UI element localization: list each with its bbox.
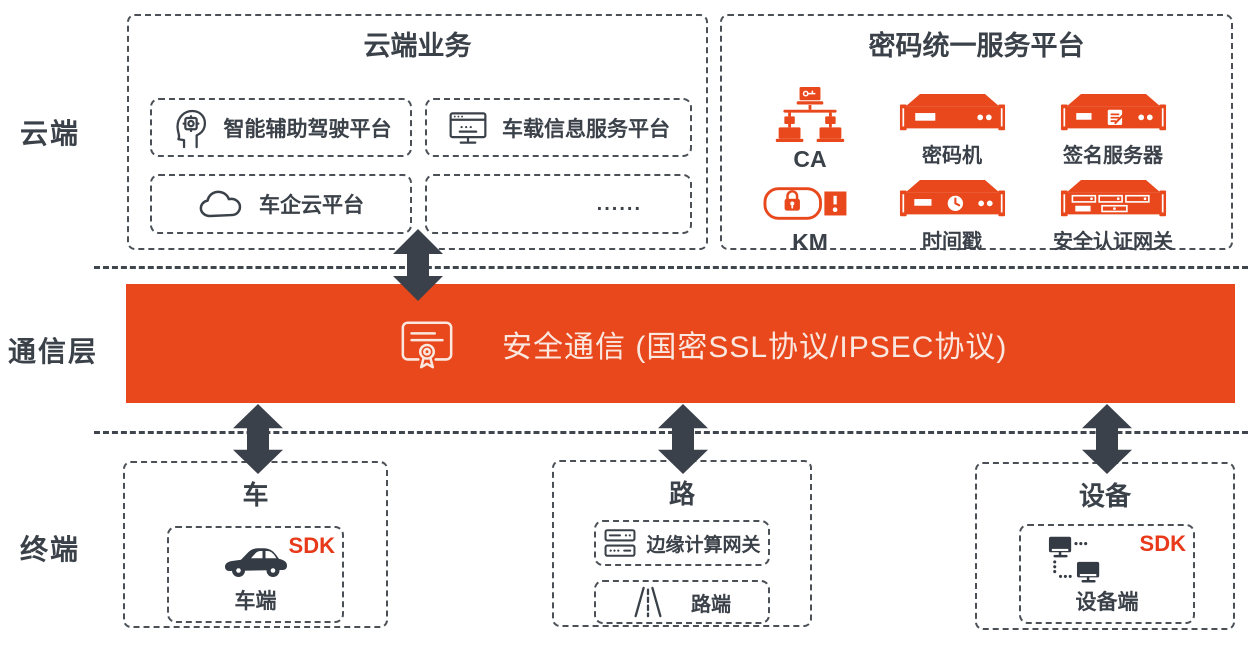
cloud-item-adas: 智能辅助驾驶平台: [150, 98, 412, 157]
timestamp-server-icon: [899, 178, 1006, 222]
cloud-business-box: 云端业务 智能辅助驾驶平台: [127, 14, 708, 250]
crypto-item-ca: CA: [738, 86, 882, 173]
device-sdk-badge: SDK: [1139, 531, 1186, 556]
crypto-machine-server-icon: [899, 92, 1006, 136]
ellipsis-label: ......: [596, 192, 642, 215]
crypto-item-label: 安全认证网关: [1053, 231, 1173, 253]
cloud-item-label: 智能辅助驾驶平台: [223, 117, 392, 141]
device-box: 设备 SDK 设备端: [975, 462, 1235, 630]
device-banner-arrow: [1079, 404, 1135, 474]
vehicle-sdk-badge: SDK: [288, 533, 335, 558]
road-icon: [633, 586, 663, 618]
layer-separator-top: [94, 266, 1248, 269]
crypto-item-label: 时间戳: [922, 231, 982, 253]
crypto-item-timestamp: 时间戳: [880, 178, 1024, 254]
road-title: 路: [668, 479, 695, 509]
crypto-item-label: CA: [793, 146, 827, 172]
roadside-label: 路端: [691, 593, 731, 616]
roadside-box: 路端: [594, 580, 770, 624]
layer-separator-bottom: [94, 431, 1248, 434]
vehicle-banner-arrow: [230, 404, 286, 474]
signature-server-icon: [1060, 92, 1167, 136]
secure-communication-label: 安全通信 (国密SSL协议/IPSEC协议): [502, 330, 1008, 364]
secure-communication-banner: 安全通信 (国密SSL协议/IPSEC协议): [126, 284, 1235, 403]
edge-gateway-label: 边缘计算网关: [646, 534, 761, 556]
layer-label-communication: 通信层: [8, 336, 99, 367]
crypto-item-label: 签名服务器: [1063, 145, 1163, 167]
cloud-icon: [198, 188, 246, 221]
auth-gateway-server-icon: [1060, 178, 1167, 222]
cloud-business-title: 云端业务: [363, 31, 472, 61]
certificate-icon: [398, 315, 456, 372]
crypto-item-label: KM: [792, 229, 828, 255]
cloud-banner-arrow: [390, 229, 446, 301]
crypto-item-label: 密码机: [922, 145, 982, 167]
monitor-icon: [447, 109, 489, 147]
usb-key-icon: [762, 180, 858, 226]
cloud-item-oem-cloud: 车企云平台: [150, 174, 412, 234]
crypto-item-signature-server: 签名服务器: [1028, 92, 1198, 168]
edge-gateway-box: 边缘计算网关: [594, 520, 770, 566]
vehicle-box: 车 SDK 车端: [123, 461, 388, 628]
vehicle-endpoint-box: SDK 车端: [167, 526, 344, 623]
layer-label-terminal: 终端: [20, 534, 81, 565]
cloud-item-telematics: 车载信息服务平台: [425, 98, 692, 157]
layer-label-cloud: 云端: [20, 118, 81, 149]
device-endpoint-label: 设备端: [1075, 591, 1139, 614]
head-chip-icon: [171, 106, 211, 150]
crypto-item-auth-gateway: 安全认证网关: [1028, 178, 1198, 254]
road-banner-arrow: [655, 404, 711, 474]
cloud-item-label: 车企云平台: [259, 194, 364, 217]
cloud-item-more: ......: [425, 174, 692, 234]
crypto-item-hsm: 密码机: [880, 92, 1024, 168]
road-box: 路 边缘计算网关: [552, 460, 812, 627]
vehicle-endpoint-label: 车端: [234, 590, 277, 613]
device-title: 设备: [1078, 481, 1131, 511]
cloud-item-label: 车载信息服务平台: [502, 117, 670, 141]
edge-gateway-icon: [603, 527, 637, 559]
ca-hierarchy-icon: [770, 86, 850, 143]
crypto-platform-box: 密码统一服务平台: [720, 14, 1233, 255]
crypto-item-km: KM: [738, 180, 882, 256]
car-icon: [223, 540, 289, 582]
devices-network-icon: [1047, 534, 1105, 586]
crypto-platform-title: 密码统一服务平台: [868, 31, 1085, 61]
vehicle-title: 车: [242, 480, 269, 510]
device-endpoint-box: SDK 设备端: [1019, 524, 1195, 624]
